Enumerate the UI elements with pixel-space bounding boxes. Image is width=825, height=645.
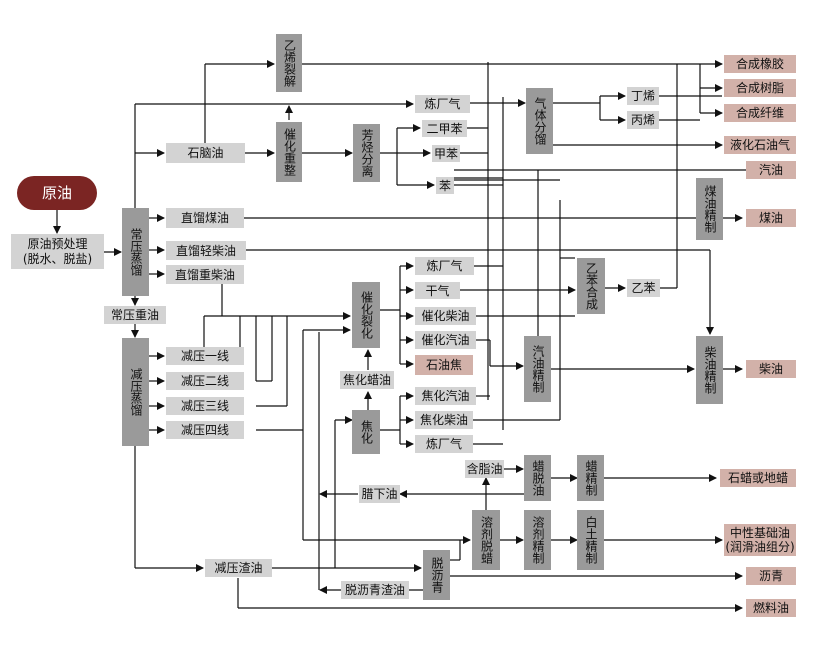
stream-atmospheric-heavy-oil: 常压重油 [104,306,166,324]
wax-refining-unit: 蜡精制 [577,455,604,501]
coking-unit: 焦化 [352,410,380,454]
stream-toluene: 甲苯 [432,145,460,162]
product-fuel-oil: 燃料油 [746,599,796,617]
gas-fractionation-unit: 气体分馏 [526,88,553,154]
pretreatment-note: (脱水、脱盐) [22,251,93,266]
stream-refinery-gas-coker: 炼厂气 [415,435,473,453]
stream-slack-oil: 腊下油 [359,485,400,503]
solvent-refining-unit: 溶剂精制 [524,510,551,570]
stream-catalytic-diesel: 催化柴油 [415,307,476,325]
product-lpg: 液化石油气 [724,136,796,154]
catalytic-reforming-unit: 催化重整 [276,122,302,182]
pretreatment-node: 原油预处理 (脱水、脱盐) [11,234,104,269]
stream-dry-gas: 干气 [415,282,460,299]
stream-naphtha: 石脑油 [166,143,245,163]
stream-coker-wax-oil: 焦化蜡油 [340,371,394,389]
diesel-refining-unit: 柴油精制 [696,336,723,404]
product-asphalt: 沥青 [746,567,796,585]
stream-refinery-gas-top: 炼厂气 [415,95,470,113]
stream-coker-diesel: 焦化柴油 [415,411,473,429]
product-kerosene: 煤油 [746,209,796,227]
gasoline-refining-unit: 汽油精制 [524,336,551,402]
stream-straight-run-heavy-diesel: 直馏重柴油 [166,265,244,284]
stream-petroleum-coke: 石油焦 [415,355,473,375]
deasphalting-unit: 脱沥青 [423,550,450,600]
stream-straight-run-light-diesel: 直馏轻柴油 [166,241,246,260]
atmospheric-distillation-unit: 常压蒸馏 [122,208,149,296]
stream-refinery-gas-cat: 炼厂气 [415,257,474,275]
stream-coker-gasoline: 焦化汽油 [415,387,476,405]
stream-vacuum-cut-3: 减压三线 [166,397,244,415]
aromatics-separation-unit: 芳烃分离 [353,124,380,182]
stream-vacuum-cut-4: 减压四线 [166,421,244,439]
stream-vacuum-residue: 减压渣油 [205,559,272,577]
product-paraffin-or-ceresin-wax: 石蜡或地蜡 [720,469,796,487]
product-synthetic-resin: 合成树脂 [724,79,796,97]
product-neutral-base-oil: 中性基础油 (润滑油组分) [724,524,796,556]
stream-propylene: 丙烯 [627,111,659,129]
vacuum-distillation-unit: 减压蒸馏 [122,338,149,446]
stream-ethylbenzene: 乙苯 [627,279,660,297]
product-gasoline: 汽油 [746,161,796,179]
stream-catalytic-gasoline: 催化汽油 [415,331,476,349]
catalytic-cracking-unit: 催化裂化 [352,282,380,348]
stream-benzene: 苯 [436,177,454,194]
stream-butene: 丁烯 [627,87,659,105]
pretreatment-label: 原油预处理 [27,236,88,251]
product-synthetic-fiber: 合成纤维 [724,104,796,122]
stream-deasphalted-residue: 脱沥青渣油 [341,581,409,599]
stream-straight-run-kerosene: 直馏煤油 [166,208,244,228]
stream-xylene: 二甲苯 [422,120,467,137]
solvent-dewaxing-unit: 溶剂脱蜡 [472,510,500,570]
stream-vacuum-cut-2: 减压二线 [166,372,244,390]
clay-refining-unit: 白土精制 [577,510,604,570]
kerosene-refining-unit: 煤油精制 [696,178,723,240]
wax-deoiling-unit: 蜡脱油 [524,455,551,501]
ethylene-cracking-unit: 乙烯裂解 [276,34,302,92]
crude-oil-node: 原油 [17,176,97,210]
product-diesel: 柴油 [746,360,796,378]
crude-oil-label: 原油 [41,184,72,202]
stream-wax-containing-oil: 含脂油 [465,460,504,478]
ethylbenzene-synthesis-unit: 乙苯合成 [577,258,605,314]
stream-vacuum-cut-1: 减压一线 [166,347,244,365]
product-synthetic-rubber: 合成橡胶 [724,55,796,73]
